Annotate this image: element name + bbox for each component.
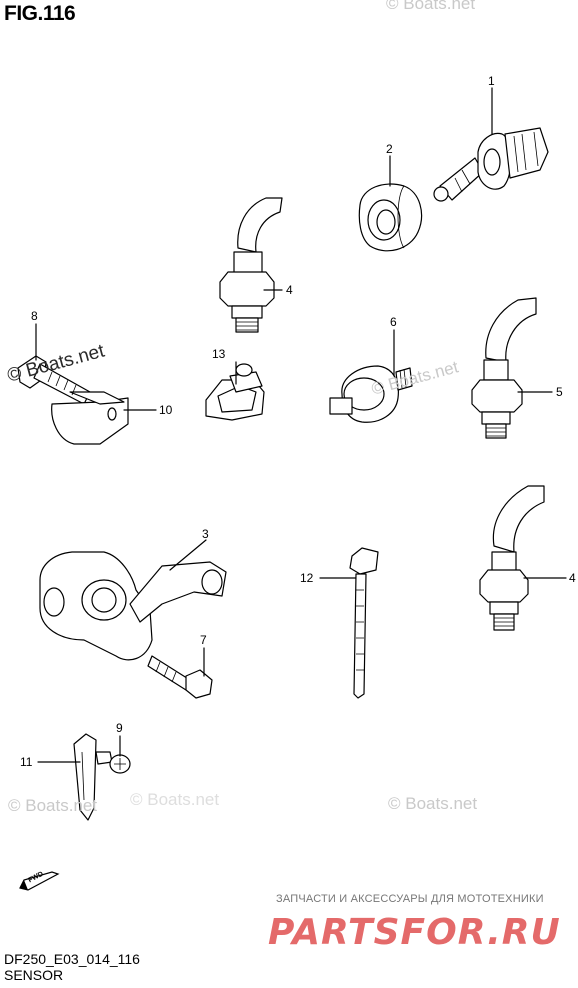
callout-11: 11 (20, 755, 33, 769)
callout-1: 1 (488, 74, 495, 88)
diagram-code: DF250_E03_014_116 (4, 951, 140, 967)
callout-4-lower: 4 (569, 571, 576, 585)
callout-13: 13 (212, 347, 226, 361)
part-9-screw (95, 751, 131, 774)
part-6-knock-sensor (329, 365, 413, 423)
watermark-right-low: © Boats.net (388, 794, 478, 813)
callout-12: 12 (300, 571, 314, 585)
figure-title: FIG.116 (4, 2, 76, 25)
callout-4-upper: 4 (286, 283, 293, 297)
part-5-sensor (471, 297, 537, 439)
part-2-grommet (358, 183, 423, 252)
callout-7: 7 (200, 633, 207, 647)
leader-lines (35, 87, 567, 763)
callout-2: 2 (386, 142, 393, 156)
callout-8: 8 (31, 309, 38, 323)
part-7-bolt (147, 655, 213, 699)
fwd-arrow-icon (19, 871, 60, 891)
part-13-clip (205, 363, 265, 421)
callout-10: 10 (159, 403, 173, 417)
brand-tagline: ЗАПЧАСТИ И АКСЕССУАРЫ ДЛЯ МОТОТЕХНИКИ (276, 893, 544, 905)
watermark-center-low: © Boats.net (130, 790, 220, 809)
section-title: SENSOR (4, 967, 64, 983)
callout-5: 5 (556, 385, 563, 399)
watermark-left-low: © Boats.net (8, 796, 98, 815)
part-12-cable-tie (349, 547, 379, 699)
part-10-clamp (51, 391, 129, 445)
part-1-sender (433, 127, 549, 202)
part-11-clamp (73, 733, 97, 821)
watermark-top: © Boats.net (386, 0, 476, 13)
callout-9: 9 (116, 721, 123, 735)
part-3-bracket (39, 551, 227, 661)
callout-3: 3 (202, 527, 209, 541)
callout-6: 6 (390, 315, 397, 329)
part-4-sensor-upper (219, 197, 283, 333)
part-4-sensor-lower (479, 485, 545, 631)
brand-logo: PARTSFOR.RU (268, 912, 561, 953)
